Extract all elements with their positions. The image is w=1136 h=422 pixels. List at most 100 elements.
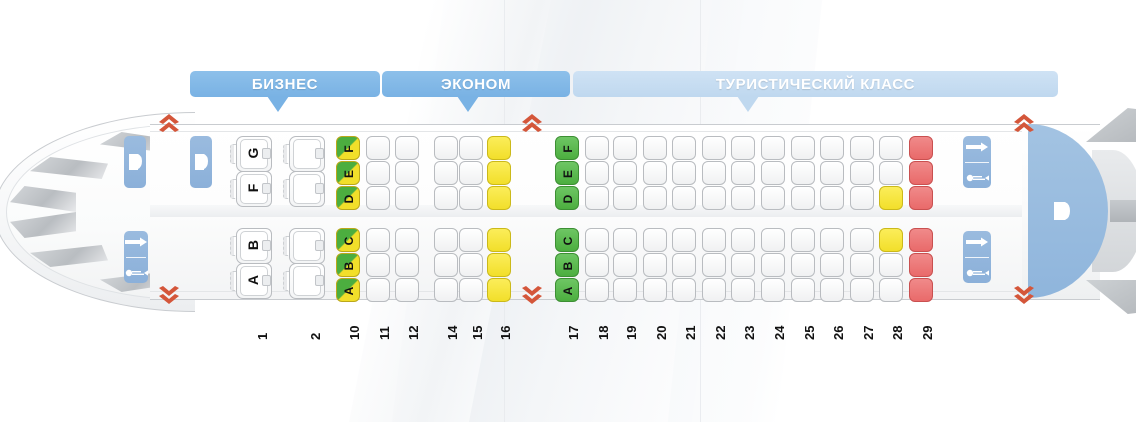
- seat-26C[interactable]: [820, 228, 844, 252]
- business-seat-1B[interactable]: B: [230, 228, 272, 264]
- seat-20F[interactable]: [643, 136, 667, 160]
- seat-26D[interactable]: [820, 186, 844, 210]
- seat-19E[interactable]: [613, 161, 637, 185]
- seat-16E[interactable]: [487, 161, 511, 185]
- seat-17A[interactable]: A: [555, 278, 579, 302]
- seat-19C[interactable]: [613, 228, 637, 252]
- seat-24B[interactable]: [761, 253, 785, 277]
- business-seat-2F[interactable]: [283, 171, 325, 207]
- seat-28F[interactable]: [879, 136, 903, 160]
- seat-16D[interactable]: [487, 186, 511, 210]
- seat-19D[interactable]: [613, 186, 637, 210]
- seat-22B[interactable]: [702, 253, 726, 277]
- seat-22C[interactable]: [702, 228, 726, 252]
- lavatory-rear-upper[interactable]: [963, 136, 991, 188]
- seat-20E[interactable]: [643, 161, 667, 185]
- seat-23B[interactable]: [731, 253, 755, 277]
- seat-23E[interactable]: [731, 161, 755, 185]
- seat-22F[interactable]: [702, 136, 726, 160]
- seat-29A[interactable]: [909, 278, 933, 302]
- seat-28D[interactable]: [879, 186, 903, 210]
- seat-10F[interactable]: F: [336, 136, 360, 160]
- seat-15A[interactable]: [459, 278, 483, 302]
- seat-28C[interactable]: [879, 228, 903, 252]
- seat-24F[interactable]: [761, 136, 785, 160]
- seat-17C[interactable]: C: [555, 228, 579, 252]
- seat-14C[interactable]: [434, 228, 458, 252]
- seat-12B[interactable]: [395, 253, 419, 277]
- seat-29F[interactable]: [909, 136, 933, 160]
- seat-21C[interactable]: [672, 228, 696, 252]
- seat-28E[interactable]: [879, 161, 903, 185]
- seat-16F[interactable]: [487, 136, 511, 160]
- seat-22A[interactable]: [702, 278, 726, 302]
- seat-23F[interactable]: [731, 136, 755, 160]
- seat-23A[interactable]: [731, 278, 755, 302]
- seat-18E[interactable]: [585, 161, 609, 185]
- seat-29B[interactable]: [909, 253, 933, 277]
- seat-25B[interactable]: [791, 253, 815, 277]
- seat-18A[interactable]: [585, 278, 609, 302]
- seat-10D[interactable]: D: [336, 186, 360, 210]
- galley-front-right[interactable]: [190, 136, 212, 188]
- seat-17D[interactable]: D: [555, 186, 579, 210]
- seat-27C[interactable]: [850, 228, 874, 252]
- lavatory-front-left[interactable]: [124, 231, 148, 283]
- seat-11B[interactable]: [366, 253, 390, 277]
- seat-19A[interactable]: [613, 278, 637, 302]
- seat-23D[interactable]: [731, 186, 755, 210]
- seat-24D[interactable]: [761, 186, 785, 210]
- seat-22E[interactable]: [702, 161, 726, 185]
- seat-15D[interactable]: [459, 186, 483, 210]
- business-seat-1F[interactable]: F: [230, 171, 272, 207]
- seat-24E[interactable]: [761, 161, 785, 185]
- seat-15B[interactable]: [459, 253, 483, 277]
- seat-27A[interactable]: [850, 278, 874, 302]
- seat-20C[interactable]: [643, 228, 667, 252]
- seat-28A[interactable]: [879, 278, 903, 302]
- seat-20A[interactable]: [643, 278, 667, 302]
- business-seat-1A[interactable]: A: [230, 263, 272, 299]
- seat-12F[interactable]: [395, 136, 419, 160]
- seat-19F[interactable]: [613, 136, 637, 160]
- seat-17B[interactable]: B: [555, 253, 579, 277]
- seat-15E[interactable]: [459, 161, 483, 185]
- seat-18C[interactable]: [585, 228, 609, 252]
- seat-25F[interactable]: [791, 136, 815, 160]
- seat-11C[interactable]: [366, 228, 390, 252]
- seat-27E[interactable]: [850, 161, 874, 185]
- seat-11F[interactable]: [366, 136, 390, 160]
- business-seat-1G[interactable]: G: [230, 136, 272, 172]
- seat-12A[interactable]: [395, 278, 419, 302]
- seat-21B[interactable]: [672, 253, 696, 277]
- seat-11A[interactable]: [366, 278, 390, 302]
- seat-26B[interactable]: [820, 253, 844, 277]
- seat-11D[interactable]: [366, 186, 390, 210]
- class-banner-0[interactable]: БИЗНЕС: [190, 71, 380, 97]
- seat-12D[interactable]: [395, 186, 419, 210]
- seat-25D[interactable]: [791, 186, 815, 210]
- seat-21F[interactable]: [672, 136, 696, 160]
- seat-18D[interactable]: [585, 186, 609, 210]
- seat-14B[interactable]: [434, 253, 458, 277]
- seat-24A[interactable]: [761, 278, 785, 302]
- seat-28B[interactable]: [879, 253, 903, 277]
- seat-29D[interactable]: [909, 186, 933, 210]
- seat-20D[interactable]: [643, 186, 667, 210]
- lavatory-rear-lower[interactable]: [963, 231, 991, 283]
- seat-14E[interactable]: [434, 161, 458, 185]
- seat-10B[interactable]: B: [336, 253, 360, 277]
- seat-26E[interactable]: [820, 161, 844, 185]
- seat-10A[interactable]: A: [336, 278, 360, 302]
- business-seat-2G[interactable]: [283, 136, 325, 172]
- seat-19B[interactable]: [613, 253, 637, 277]
- seat-10E[interactable]: E: [336, 161, 360, 185]
- seat-20B[interactable]: [643, 253, 667, 277]
- seat-26A[interactable]: [820, 278, 844, 302]
- seat-15C[interactable]: [459, 228, 483, 252]
- seat-15F[interactable]: [459, 136, 483, 160]
- seat-25A[interactable]: [791, 278, 815, 302]
- seat-12E[interactable]: [395, 161, 419, 185]
- seat-16B[interactable]: [487, 253, 511, 277]
- seat-29C[interactable]: [909, 228, 933, 252]
